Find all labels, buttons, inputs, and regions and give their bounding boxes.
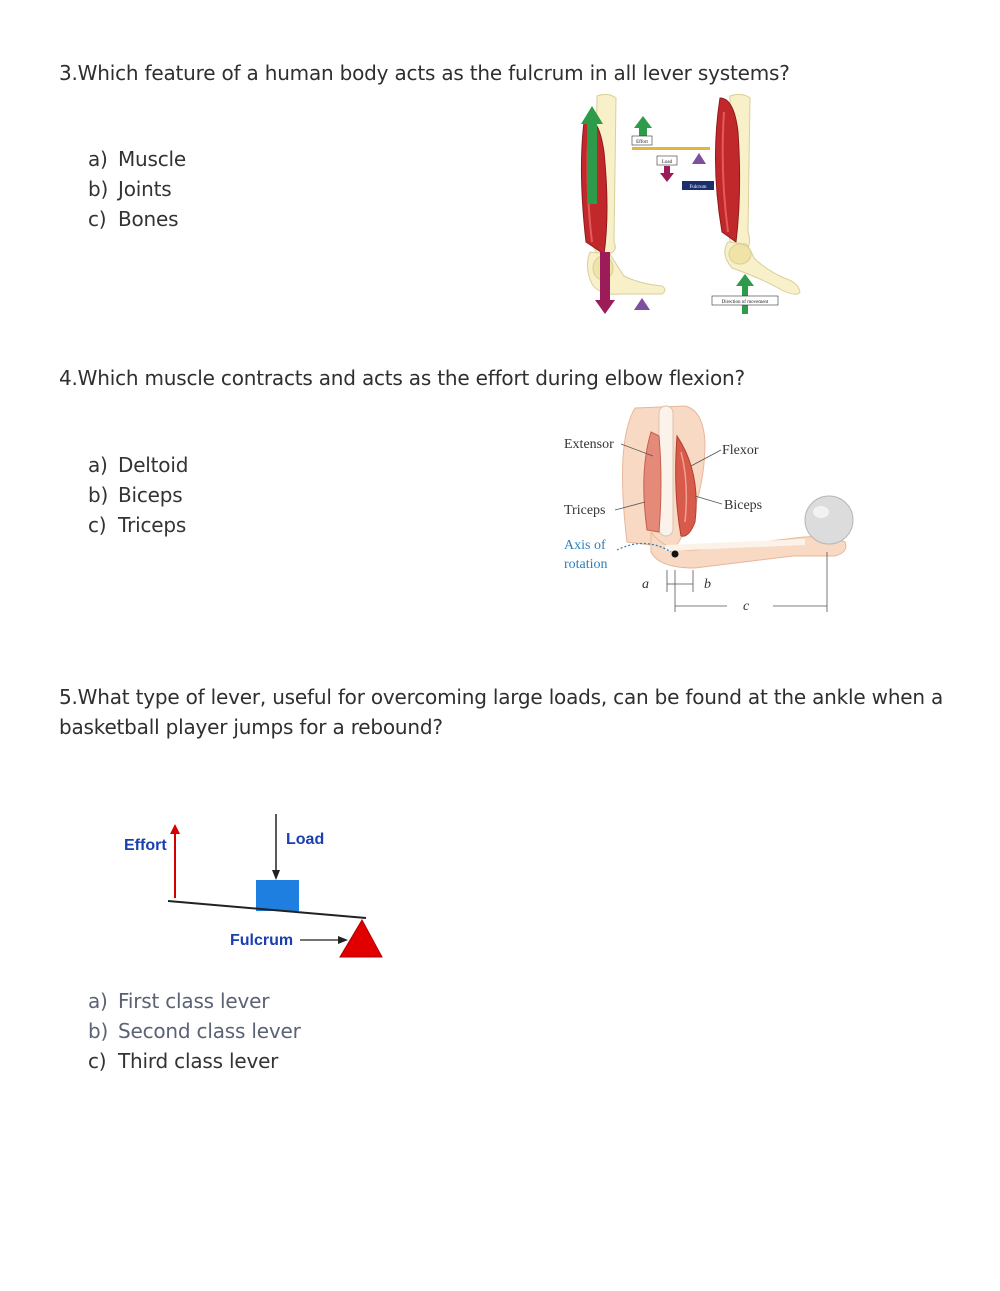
question-3-options: a)Muscle b)Joints c)Bones — [88, 144, 186, 234]
question-5-option-a[interactable]: a)First class lever — [88, 989, 270, 1013]
left-load-arrow-shaft — [600, 252, 610, 302]
right-calf-muscle — [714, 97, 741, 243]
legend-lever-bar — [632, 147, 710, 150]
fulcrum-pointer-arrowhead — [338, 936, 348, 944]
fulcrum-triangle — [339, 918, 383, 958]
axis-label-line2: rotation — [564, 557, 608, 572]
left-effort-arrow-shaft — [587, 122, 597, 204]
ball — [804, 495, 854, 545]
question-5-option-b[interactable]: b)Second class lever — [88, 1019, 301, 1043]
flexor-label: Flexor — [722, 443, 759, 458]
second-class-lever-figure: Effort Load Fulcrum — [124, 814, 383, 958]
question-3-option-b[interactable]: b)Joints — [88, 177, 172, 201]
left-fulcrum-triangle — [634, 298, 650, 310]
question-4-options: a)Deltoid b)Biceps c)Triceps — [88, 450, 188, 540]
direction-mini-label: Direction of movement — [722, 300, 769, 305]
question-4-option-a[interactable]: a)Deltoid — [88, 453, 189, 477]
effort-arrowhead — [170, 824, 180, 834]
load-box — [256, 880, 299, 911]
dimension-c-label: c — [743, 599, 750, 614]
dimension-a-label: a — [642, 577, 649, 592]
triceps-label: Triceps — [564, 503, 606, 518]
elbow-flexion-figure: Extensor Flexor Triceps Biceps Axis of r… — [564, 405, 854, 614]
load-mini-label: Load — [662, 160, 673, 165]
axis-label-line1: Axis of — [564, 538, 606, 553]
left-effort-arrowhead — [581, 106, 603, 124]
question-3-text: 3.Which feature of a human body acts as … — [59, 61, 790, 85]
left-load-arrowhead — [595, 300, 615, 314]
fulcrum-label: Fulcrum — [230, 932, 293, 949]
question-5-text-line2: basketball player jumps for a rebound? — [59, 715, 443, 739]
question-5-options: a)First class lever b)Second class lever… — [88, 986, 301, 1076]
effort-mini-label: Effort — [636, 140, 648, 145]
load-label: Load — [286, 831, 324, 848]
question-4-option-b[interactable]: b)Biceps — [88, 483, 183, 507]
question-5-option-c[interactable]: c)Third class lever — [88, 1049, 279, 1073]
dimension-b-label: b — [704, 577, 711, 592]
extensor-label: Extensor — [564, 437, 614, 452]
question-3-option-a[interactable]: a)Muscle — [88, 147, 187, 171]
triceps-muscle — [643, 431, 662, 533]
ankle-lever-figure: Effort Load Fulcrum Direction of movemen… — [580, 93, 801, 314]
biceps-label: Biceps — [724, 498, 762, 513]
question-4-text: 4.Which muscle contracts and acts as the… — [59, 366, 745, 390]
load-arrowhead — [272, 870, 280, 880]
right-direction-arrowhead — [736, 274, 754, 286]
question-4-option-c[interactable]: c)Triceps — [88, 513, 187, 537]
question-3-option-c[interactable]: c)Bones — [88, 207, 179, 231]
axis-of-rotation-point — [671, 550, 679, 558]
fulcrum-mini-label: Fulcrum — [690, 185, 707, 190]
lever-bar — [167, 900, 367, 919]
effort-label: Effort — [124, 837, 167, 854]
question-5-text-line1: 5.What type of lever, useful for overcom… — [59, 685, 944, 709]
